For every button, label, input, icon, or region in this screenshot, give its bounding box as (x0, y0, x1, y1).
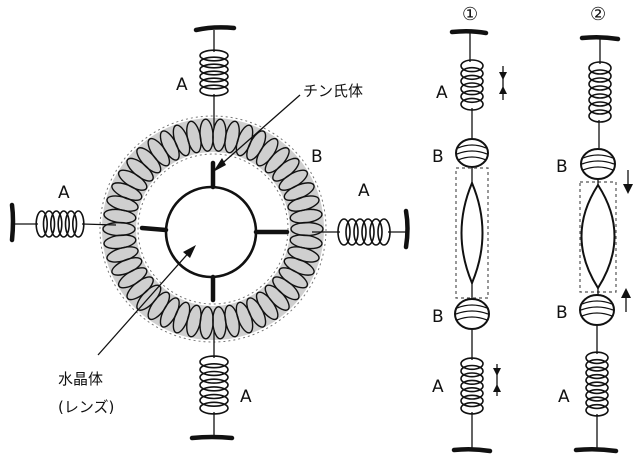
panel-1-frame (455, 167, 489, 299)
spring-coil (460, 89, 484, 104)
spring-coil (585, 396, 609, 410)
spring-coil (585, 351, 609, 365)
panel-2-ball-bottom (579, 294, 615, 326)
spring-coil (460, 394, 484, 408)
spring-coil (460, 357, 484, 371)
spring-coil (588, 61, 612, 75)
panel-2-arrow-down (623, 170, 633, 194)
ring-diagram: A A A A B チン氏体 水晶体 (レンズ) (9, 25, 410, 441)
panel-1-ball-top (455, 138, 489, 168)
spring-bottom (189, 330, 235, 441)
spring-coil (460, 74, 484, 88)
spring-top (193, 25, 237, 128)
panel-2: ② B B (556, 4, 633, 454)
spring-coil (199, 355, 229, 369)
label-a-right: A (358, 181, 370, 201)
spring-coil (42, 210, 56, 238)
panel-1-label-a-bottom: A (432, 377, 444, 397)
spring-coil (369, 218, 383, 246)
label-lens-line1: 水晶体 (58, 370, 103, 388)
spring-left (9, 202, 117, 243)
spring-coil (353, 218, 367, 246)
spring-coil (199, 49, 229, 62)
spring-coil (588, 85, 612, 99)
panel-2-arrow-up (621, 288, 631, 312)
spring-coil (585, 358, 609, 372)
panel-1-label-a-top: A (436, 83, 448, 103)
spring-coil (199, 77, 229, 90)
label-a-bottom: A (240, 387, 252, 407)
spring-coil (337, 218, 351, 246)
spring-coil (199, 363, 229, 377)
panel-2-lens (580, 183, 616, 290)
zonule-left (139, 225, 169, 233)
spring-coil (49, 210, 63, 238)
spring-coil (460, 372, 484, 385)
spring-coil (199, 386, 229, 400)
label-zonule: チン氏体 (303, 82, 363, 100)
panel-1-ball-bottom (454, 298, 490, 330)
panel-1-number: ① (462, 4, 478, 25)
panel-2-label-b-top: B (556, 157, 568, 177)
panel-1-label-b-top: B (432, 147, 444, 167)
spring-coil (460, 379, 484, 393)
panel-2-number: ② (590, 4, 606, 25)
zonule-leader (216, 94, 301, 169)
spring-coil (460, 364, 484, 378)
spring-coil (460, 386, 484, 400)
spring-coil (585, 381, 609, 395)
lens-leader-arrow (183, 245, 196, 258)
spring-coil (585, 373, 609, 387)
label-a-top: A (176, 75, 188, 95)
spring-coil (361, 218, 375, 246)
spring-coil (199, 370, 229, 384)
lens-leader (97, 248, 193, 356)
spring-coil (199, 70, 229, 83)
ring-coils (99, 115, 327, 343)
spring-coil (35, 210, 49, 238)
spring-coil (199, 56, 229, 69)
spring-coil (585, 388, 609, 402)
zonule-leader-arrow (213, 158, 226, 172)
spring-coil (588, 109, 612, 123)
panel-2-label-a-bottom: A (558, 387, 570, 407)
spring-coil (588, 93, 612, 107)
panel-1: ① (432, 4, 507, 454)
spring-coil (588, 69, 612, 83)
spring-coil (585, 366, 609, 380)
label-a-left: A (58, 183, 70, 203)
spring-coil (64, 210, 78, 238)
ring-coil (289, 208, 323, 224)
spring-right (312, 208, 410, 250)
panel-1-lens (460, 180, 484, 286)
label-lens-line2: (レンズ) (58, 398, 114, 416)
spring-coil (199, 378, 229, 392)
spring-coil (345, 218, 359, 246)
spring-coil (460, 82, 484, 96)
spring-coil (460, 66, 484, 81)
spring-coil (199, 63, 229, 76)
spring-coil (588, 77, 612, 91)
panel-2-label-b-bottom: B (556, 303, 568, 323)
spring-coil (199, 393, 229, 408)
spring-coil (57, 210, 71, 238)
panel-1-arrow-bottom (493, 364, 501, 396)
panel-1-arrow-top (499, 66, 507, 100)
spring-coil (588, 101, 612, 115)
panel-2-ball-top (580, 148, 616, 180)
panel-1-label-b-bottom: B (432, 307, 444, 327)
spring-coil (460, 59, 484, 73)
label-b-ring: B (311, 147, 323, 167)
